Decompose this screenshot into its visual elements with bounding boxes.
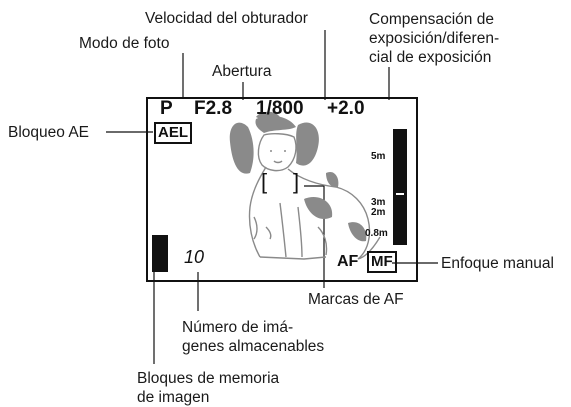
exposure-compensation-line-1: Compensación de xyxy=(369,11,494,28)
manual-focus-label: Enfoque manual xyxy=(441,255,554,272)
aperture-value: F2.8 xyxy=(194,98,233,119)
storable-images-line-1: Número de imá- xyxy=(182,319,294,336)
mode-indicator: P xyxy=(160,98,173,119)
shutter-speed-label: Velocidad del obturador xyxy=(145,10,308,27)
distance-0-8m: 0.8m xyxy=(365,228,388,239)
distance-5m: 5m xyxy=(371,151,386,162)
memory-blocks-line-2: de imagen xyxy=(137,389,210,406)
af-indicator: AF xyxy=(337,253,359,270)
frames-counter: 10 xyxy=(184,247,205,267)
af-mark-right: ] xyxy=(293,169,300,194)
exposure-compensation-line-2: exposición/diferen- xyxy=(369,30,500,47)
distance-scale-bar xyxy=(393,129,407,245)
dog-illustration xyxy=(229,111,381,260)
photo-mode-label: Modo de foto xyxy=(79,35,170,52)
exposure-value: +2.0 xyxy=(327,98,365,119)
mf-indicator: MF xyxy=(367,251,397,273)
memory-blocks-bar xyxy=(152,235,168,272)
distance-scale-marker xyxy=(396,193,404,195)
aperture-label: Abertura xyxy=(212,63,272,80)
exposure-compensation-line-3: cial de exposición xyxy=(369,49,492,66)
ae-lock-label: Bloqueo AE xyxy=(8,124,90,141)
memory-blocks-label: Bloques de memoria de imagen xyxy=(137,369,279,407)
distance-3m: 3m xyxy=(371,197,386,208)
shutter-value: 1/800 xyxy=(256,98,304,119)
storable-images-line-2: genes almacenables xyxy=(182,338,325,355)
memory-blocks-line-1: Bloques de memoria xyxy=(137,370,280,387)
storable-images-label: Número de imá- genes almacenables xyxy=(182,318,324,356)
exposure-compensation-label: Compensación de exposición/diferen- cial… xyxy=(369,10,499,67)
distance-2m: 2m xyxy=(371,207,386,218)
af-mark-left: [ xyxy=(261,169,268,194)
lcd-screen: P F2.8 1/800 +2.0 AEL [ ] 5m 3m 2m 0.8m … xyxy=(146,97,418,282)
ael-indicator: AEL xyxy=(154,122,192,144)
af-marks-label: Marcas de AF xyxy=(308,291,404,308)
